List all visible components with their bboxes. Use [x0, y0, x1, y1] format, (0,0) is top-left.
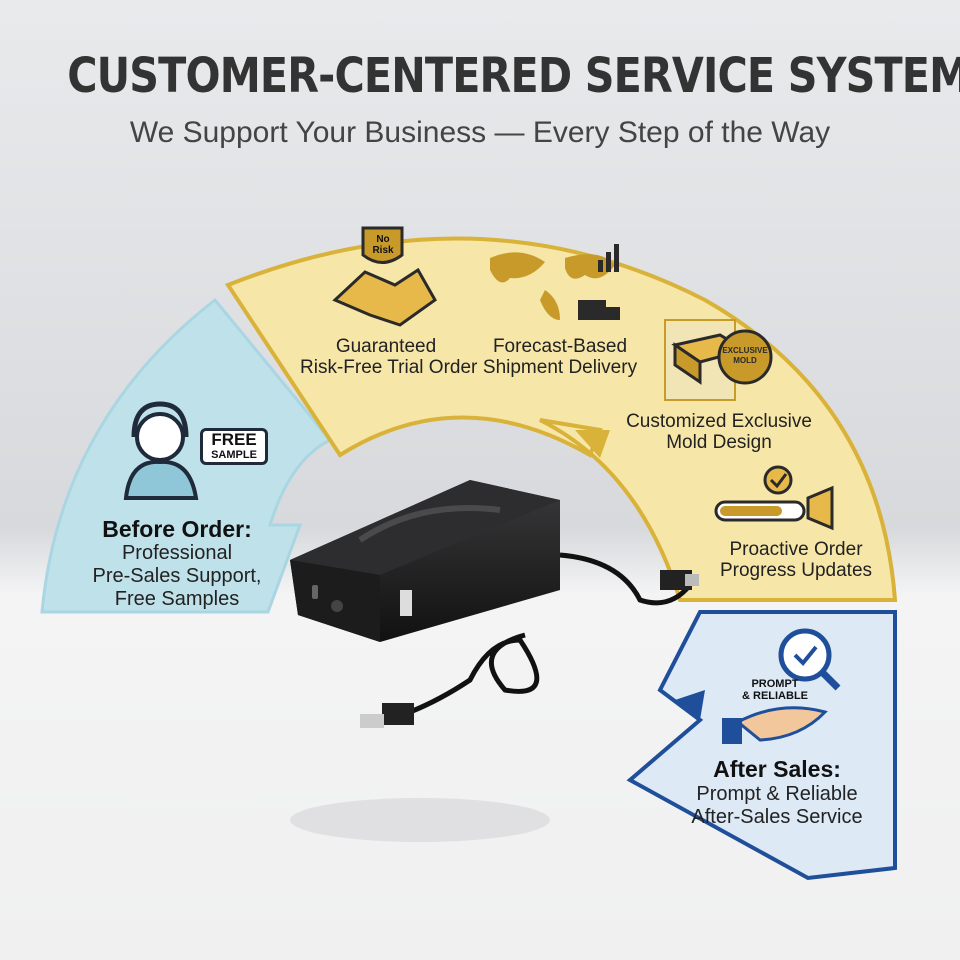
before-order-arc: [40, 297, 333, 614]
service-mold-line1: Customized Exclusive: [626, 411, 812, 432]
service-forecast-line1: Forecast-Based: [492, 336, 628, 357]
magnifier-hand-icon: [722, 628, 841, 744]
after-sales-line1: Prompt & Reliable: [696, 783, 858, 805]
free-sample-badge-line1: FREE: [211, 430, 257, 449]
after-sales-heading: After Sales:: [713, 756, 841, 782]
after-sales-line2: After-Sales Service: [691, 806, 863, 828]
before-order-line2: Pre-Sales Support,: [92, 565, 262, 587]
free-sample-badge-line2: SAMPLE: [211, 449, 257, 461]
prompt-reliable-badge-line1: PROMPT: [751, 678, 799, 690]
power-adapter-image: [290, 480, 699, 842]
support-agent-icon: [123, 401, 199, 500]
world-map-icon: [490, 244, 620, 320]
free-sample-badge: FREE SAMPLE: [200, 428, 268, 465]
service-risk-free-line1: Guaranteed: [335, 336, 437, 357]
before-order-line1: Professional: [121, 542, 233, 564]
service-mold-line2: Mold Design: [666, 432, 772, 453]
service-progress-line1: Proactive Order: [729, 539, 863, 560]
mold-box-icon: [664, 319, 773, 401]
prompt-reliable-badge: PROMPT & RELIABLE: [732, 678, 818, 702]
page-subtitle: We Support Your Business — Every Step of…: [129, 116, 831, 149]
exclusive-mold-badge-line1: EXCLUSIVE: [722, 346, 768, 355]
exclusive-mold-badge: EXCLUSIVE MOLD: [722, 346, 768, 366]
prompt-reliable-badge-line2: & RELIABLE: [742, 690, 808, 702]
before-order-line3: Free Samples: [114, 588, 240, 610]
handshake-icon: [332, 226, 437, 327]
exclusive-mold-badge-line2: MOLD: [733, 356, 757, 365]
no-risk-badge: No Risk: [372, 234, 394, 256]
page-title: CUSTOMER-CENTERED SERVICE SYSTEM: [67, 48, 960, 104]
before-order-heading: Before Order:: [102, 516, 252, 542]
megaphone-icon: [714, 465, 834, 531]
service-risk-free-line2: Risk-Free Trial Order: [300, 357, 478, 378]
service-forecast-line2: Shipment Delivery: [482, 357, 638, 378]
service-progress-line2: Progress Updates: [719, 560, 873, 581]
